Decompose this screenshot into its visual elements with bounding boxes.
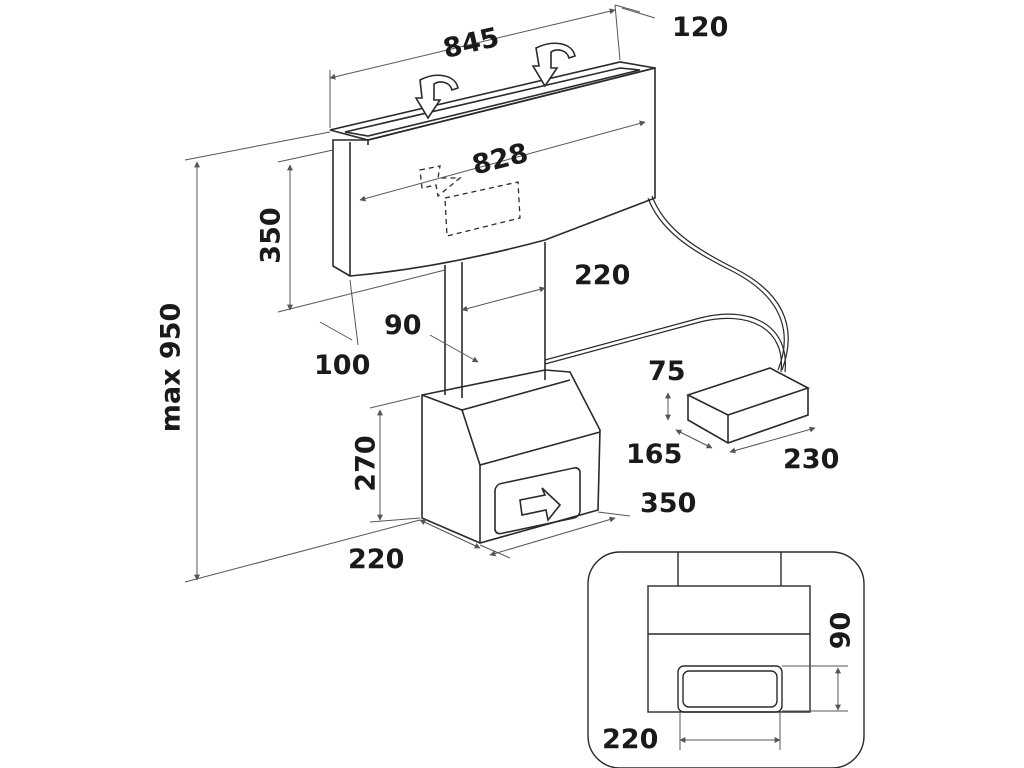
dim-detail-width: 220 — [602, 724, 659, 755]
dim-box-depth: 220 — [348, 544, 405, 575]
dim-box-height: 270 — [350, 435, 382, 492]
motor-box — [421, 369, 601, 544]
dim-duct-depth: 90 — [384, 310, 422, 341]
duct-column — [444, 242, 546, 398]
dimension-lines — [184, 4, 816, 583]
dim-hood-depth: 120 — [672, 12, 729, 43]
dim-duct-width: 220 — [574, 260, 631, 291]
hood-vent-dashed — [419, 165, 521, 237]
airflow-arrows — [414, 42, 576, 120]
dim-hood-height: 350 — [255, 207, 287, 264]
detail-dimension-lines — [679, 665, 848, 750]
remote-box — [685, 367, 811, 444]
outlet-arrow — [519, 487, 562, 522]
dim-remote-width: 230 — [783, 444, 840, 475]
dim-remote-height: 75 — [648, 356, 686, 387]
dim-detail-height: 90 — [825, 611, 857, 650]
cable — [544, 195, 789, 373]
dim-remote-depth: 165 — [626, 439, 683, 470]
dim-total-height: max 950 — [155, 302, 187, 433]
dim-box-width: 350 — [640, 488, 697, 519]
detail-inset — [587, 551, 865, 768]
dim-hood-offset: 100 — [314, 350, 371, 381]
